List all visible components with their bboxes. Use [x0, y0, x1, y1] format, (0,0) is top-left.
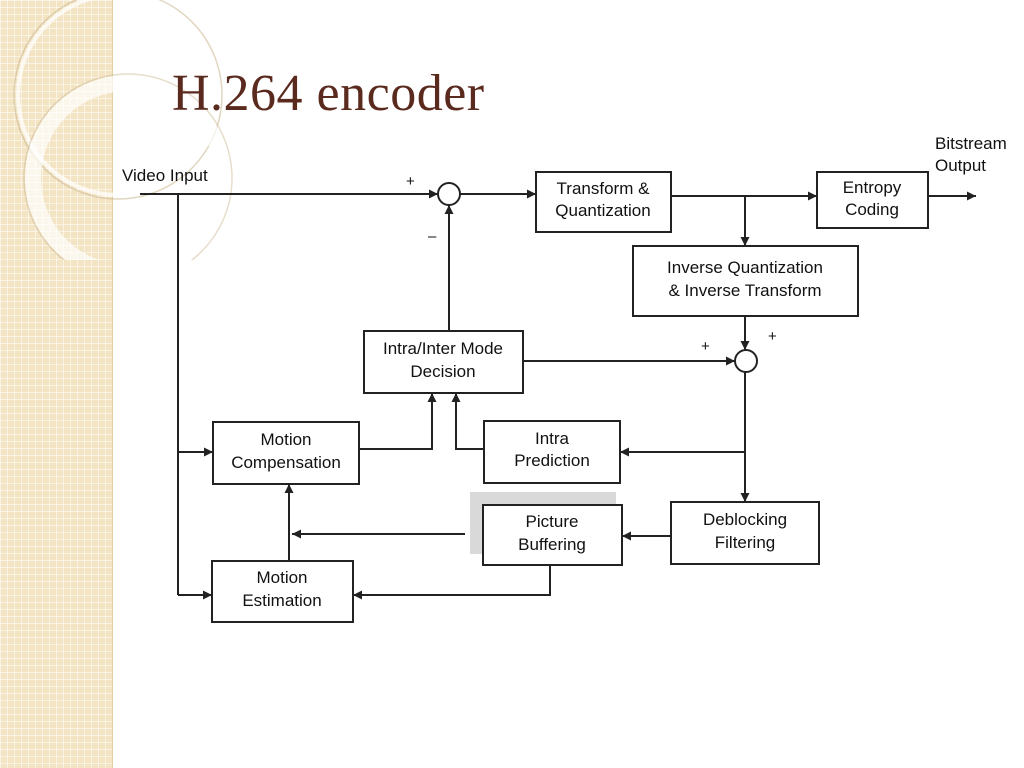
- svg-text:Intra: Intra: [535, 429, 570, 448]
- svg-text:Coding: Coding: [845, 200, 899, 219]
- inverse-quantization-transform-block: Inverse Quantization & Inverse Transform: [632, 245, 859, 317]
- video-input-label: Video Input: [122, 166, 208, 185]
- transform-quantization-block: Transform & Quantization: [535, 171, 672, 233]
- bitstream-output-label-line1: Bitstream: [935, 134, 1007, 153]
- intra-inter-mode-decision-block: Intra/Inter Mode Decision: [363, 330, 524, 394]
- entropy-coding-block: Entropy Coding: [816, 171, 929, 229]
- arrow-intra-prediction-to-mode-decision: [451, 393, 484, 450]
- plus-sign-input: +: [406, 173, 415, 190]
- svg-text:Decision: Decision: [410, 362, 475, 381]
- summing-junction-subtract: [437, 182, 461, 206]
- svg-text:Compensation: Compensation: [231, 453, 341, 472]
- slide-title: H.264 encoder: [172, 65, 485, 122]
- svg-text:Motion: Motion: [260, 430, 311, 449]
- motion-compensation-block: Motion Compensation: [212, 421, 360, 485]
- svg-text:Motion: Motion: [256, 568, 307, 587]
- svg-text:Buffering: Buffering: [518, 535, 586, 554]
- deblocking-filtering-block: Deblocking Filtering: [670, 501, 820, 565]
- svg-text:Deblocking: Deblocking: [703, 510, 787, 529]
- motion-estimation-block: Motion Estimation: [211, 560, 354, 623]
- minus-sign-prediction: –: [428, 228, 437, 245]
- svg-text:Transform &: Transform &: [557, 179, 651, 198]
- plus-sign-prediction: +: [701, 338, 710, 355]
- intra-prediction-block: Intra Prediction: [483, 420, 621, 484]
- svg-text:Intra/Inter Mode: Intra/Inter Mode: [383, 339, 503, 358]
- svg-text:& Inverse Transform: & Inverse Transform: [668, 281, 821, 300]
- svg-text:Filtering: Filtering: [715, 533, 775, 552]
- arrow-picture-buffering-to-motion-estimation: [353, 565, 551, 600]
- svg-text:Estimation: Estimation: [242, 591, 321, 610]
- svg-text:Inverse Quantization: Inverse Quantization: [667, 258, 823, 277]
- svg-text:Quantization: Quantization: [555, 201, 650, 220]
- svg-text:Picture: Picture: [526, 512, 579, 531]
- picture-buffering-block: Picture Buffering: [482, 504, 623, 566]
- svg-text:Entropy: Entropy: [843, 178, 902, 197]
- summing-junction-add: [734, 349, 758, 373]
- svg-text:Prediction: Prediction: [514, 451, 590, 470]
- arrow-motion-compensation-to-mode-decision: [359, 393, 437, 450]
- bitstream-output-label-line2: Output: [935, 156, 986, 175]
- plus-sign-residual: +: [768, 328, 777, 345]
